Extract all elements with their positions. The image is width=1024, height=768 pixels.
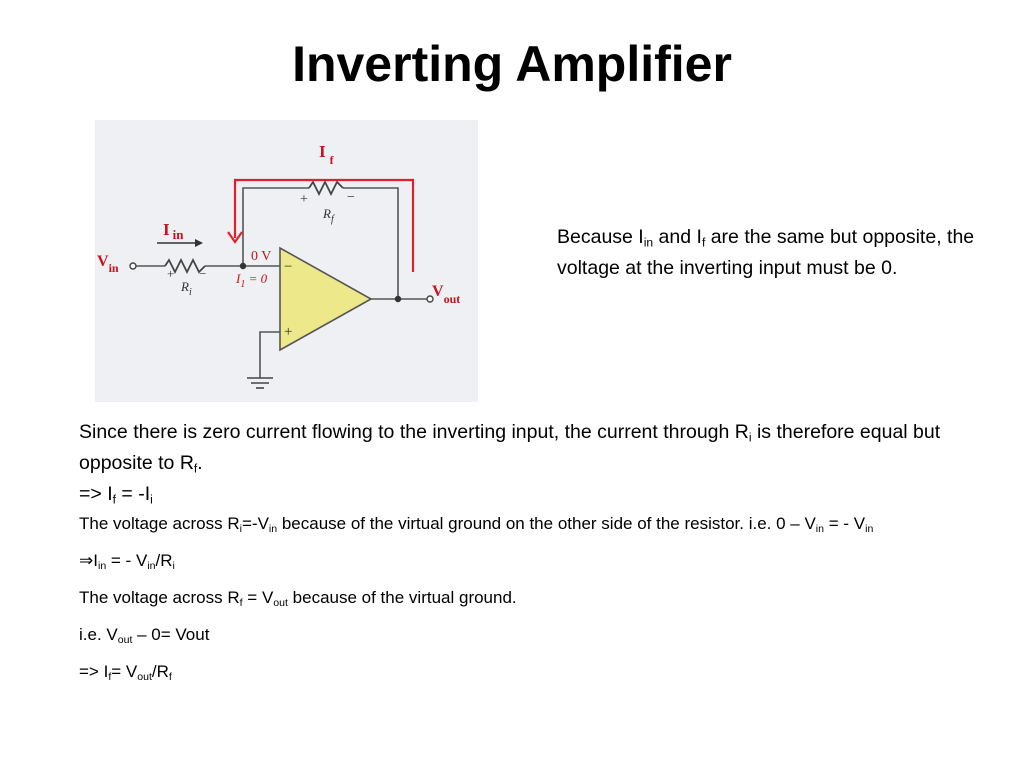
feedback-right-wire bbox=[343, 187, 399, 299]
i1-label: I1 = 0 bbox=[235, 271, 268, 290]
zero-volt-label: 0 V bbox=[251, 249, 271, 264]
line-vout: i.e. Vout – 0= Vout bbox=[79, 625, 210, 646]
vin-terminal bbox=[129, 262, 137, 270]
ri-resistor bbox=[164, 257, 206, 275]
if-arrowhead-icon bbox=[227, 231, 243, 244]
ri-minus-sign: − bbox=[199, 266, 206, 281]
explanation-text: Since there is zero current flowing to t… bbox=[79, 417, 979, 685]
side-note: Because Iin and If are the same but oppo… bbox=[557, 226, 975, 279]
vout-label: Vout bbox=[432, 283, 460, 306]
slide-title: Inverting Amplifier bbox=[292, 36, 732, 92]
feedback-left-wire bbox=[242, 187, 309, 266]
if-current-arrow bbox=[233, 178, 415, 272]
rf-resistor bbox=[308, 179, 344, 197]
line-if-equals: => If = -Ii bbox=[79, 483, 153, 507]
vin-label: Vin bbox=[97, 253, 119, 275]
line-zero-current: Since there is zero current flowing to t… bbox=[79, 421, 941, 476]
opamp-inverting-sign: − bbox=[284, 259, 292, 275]
line-iin-equation: ⇒Iin = - Vin/Ri bbox=[79, 551, 175, 572]
ri-label: Ri bbox=[180, 279, 192, 298]
rf-minus-sign: − bbox=[347, 190, 355, 205]
implies-icon: ⇒ bbox=[79, 551, 94, 570]
ground-wire bbox=[259, 331, 280, 378]
vout-terminal bbox=[426, 295, 434, 303]
opamp-noninverting-sign: + bbox=[284, 324, 292, 340]
ri-plus-sign: + bbox=[167, 266, 174, 281]
ground-icon bbox=[247, 377, 273, 389]
inverting-node-dot bbox=[239, 262, 247, 270]
output-node-dot bbox=[394, 295, 402, 303]
line-if-vout-rf: => If= Vout/Rf bbox=[79, 662, 172, 683]
rf-plus-sign: + bbox=[300, 192, 308, 207]
iin-arrowhead-icon bbox=[195, 239, 203, 247]
line-voltage-ri: The voltage across Ri=-Vin because of th… bbox=[79, 514, 874, 535]
line-voltage-rf: The voltage across Rf = Vout because of … bbox=[79, 588, 517, 609]
op-amp-triangle bbox=[279, 246, 373, 352]
rf-label: Rf bbox=[322, 206, 335, 225]
